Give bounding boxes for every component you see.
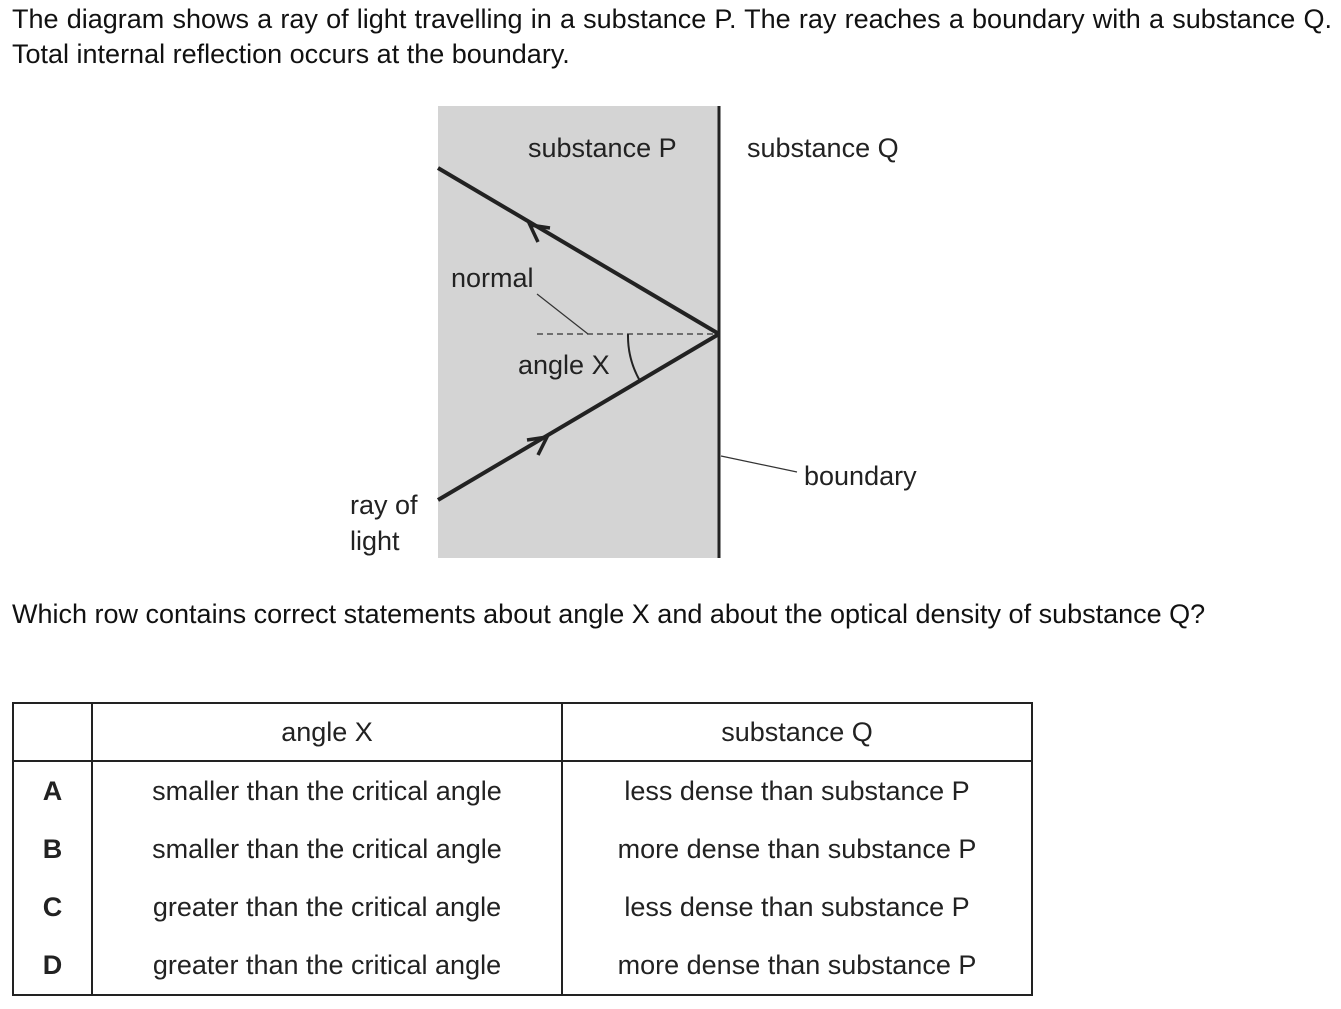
header-angle-x: angle X: [92, 703, 563, 762]
angle-x-arc: [626, 333, 641, 382]
ray-label-line1: ray of: [350, 490, 418, 520]
row-letter: C: [13, 878, 93, 936]
refraction-diagram: substance P substance Q normal angle X b…: [350, 106, 917, 558]
table-row: A smaller than the critical angle less d…: [13, 761, 1032, 820]
row-angle: smaller than the critical angle: [92, 820, 563, 878]
row-density: more dense than substance P: [617, 833, 977, 864]
reflected-arrow-icon: [527, 222, 551, 243]
incident-ray: [436, 332, 721, 502]
row-density: less dense than substance P: [624, 775, 970, 806]
header-letter: [13, 703, 93, 762]
incident-arrow-icon: [526, 434, 551, 456]
answer-table: angle X substance Q A smaller than the c…: [12, 702, 1033, 996]
row-angle: greater than the critical angle: [92, 878, 563, 936]
table-row: D greater than the critical angle more d…: [13, 936, 1032, 995]
boundary-label: boundary: [804, 461, 917, 491]
row-letter: B: [13, 820, 93, 878]
row-angle: smaller than the critical angle: [92, 761, 563, 820]
table-row: B smaller than the critical angle more d…: [13, 820, 1032, 878]
row-letter: A: [13, 761, 93, 820]
angle-x-label: angle X: [518, 350, 610, 380]
row-density: less dense than substance P: [624, 891, 970, 922]
normal-leader-line: [536, 293, 589, 335]
row-letter: D: [13, 936, 93, 995]
table-row: C greater than the critical angle less d…: [13, 878, 1032, 936]
ray-label-line2: light: [350, 526, 400, 556]
question-text: Which row contains correct statements ab…: [12, 599, 1206, 629]
row-angle: greater than the critical angle: [92, 936, 563, 995]
row-density: more dense than substance P: [617, 949, 977, 980]
substance-q-label: substance Q: [747, 133, 899, 163]
substance-p-region: [438, 106, 719, 558]
normal-label: normal: [451, 263, 534, 293]
reflected-ray: [436, 166, 721, 336]
table-header-row: angle X substance Q: [13, 703, 1032, 762]
header-substance-q: substance Q: [562, 703, 1032, 762]
intro-text: The diagram shows a ray of light travell…: [12, 4, 1332, 69]
substance-p-label: substance P: [528, 133, 677, 163]
boundary-leader-line: [720, 455, 798, 473]
